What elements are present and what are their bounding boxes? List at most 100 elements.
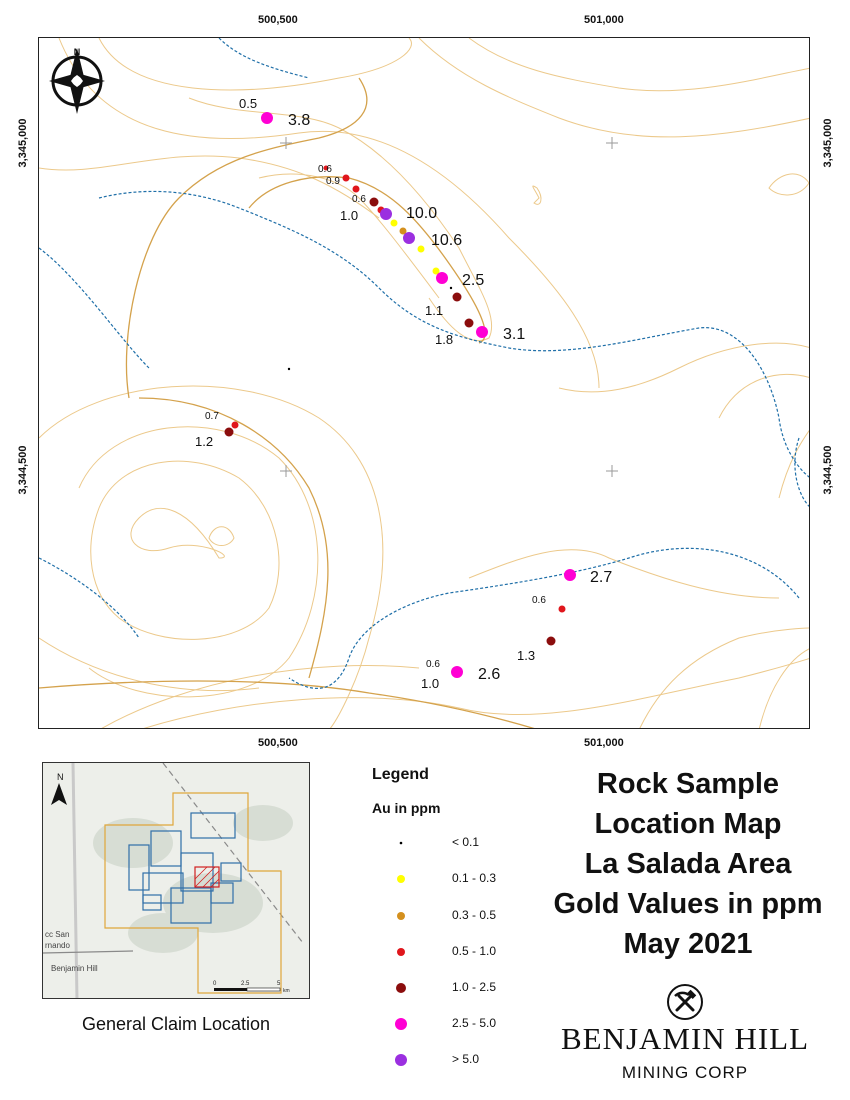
contour-lines	[39, 38, 809, 728]
sample-value-label: 10.6	[431, 232, 462, 249]
sample-value-label: 2.5	[462, 272, 484, 289]
axis-top-label-2: 501,000	[584, 14, 624, 26]
sample-point[interactable]	[261, 112, 273, 124]
inset-north-letter: N	[57, 772, 64, 782]
inset-place-label-3: Benjamin Hill	[51, 964, 98, 973]
title-line-5: May 2021	[623, 928, 753, 960]
sample-point[interactable]	[449, 286, 453, 290]
sample-point[interactable]	[231, 421, 239, 429]
sample-point[interactable]	[452, 292, 462, 302]
legend-label: < 0.1	[452, 835, 480, 849]
legend-label: 1.0 - 2.5	[452, 980, 497, 994]
legend-dot-icon	[397, 912, 405, 920]
legend-item-1-0-2-5: 1.0 - 2.5	[395, 978, 555, 998]
sample-point[interactable]	[564, 569, 576, 581]
sample-value-label: 3.8	[288, 112, 310, 129]
legend-label: 0.5 - 1.0	[452, 944, 497, 958]
company-subtitle: MINING CORP	[621, 1063, 749, 1082]
legend-label: 0.3 - 0.5	[452, 908, 497, 922]
legend-subtitle: Au in ppm	[372, 800, 441, 816]
inset-north-arrow-icon	[51, 783, 67, 805]
sample-point[interactable]	[399, 227, 407, 235]
legend-dot-icon	[395, 1054, 407, 1066]
sample-point[interactable]	[380, 208, 392, 220]
sample-point[interactable]	[352, 185, 360, 193]
scale-label-0: 0	[213, 981, 217, 987]
sample-label: 0.6	[426, 659, 440, 670]
title-line-1: Rock Sample	[596, 768, 780, 800]
sample-point[interactable]	[323, 165, 329, 171]
sample-label: 0.6	[532, 595, 546, 606]
sample-point[interactable]	[476, 326, 488, 338]
index-contours	[39, 77, 535, 728]
north-arrow-icon: N	[49, 47, 105, 114]
hammer-pick-logo-icon	[667, 984, 703, 1020]
legend-label: > 5.0	[452, 1052, 480, 1066]
title-line-4: Gold Values in ppm	[553, 888, 823, 920]
sample-point[interactable]	[417, 245, 425, 253]
scale-label-1: 2.5	[241, 981, 250, 987]
legend-label: 0.1 - 0.3	[452, 871, 497, 885]
sample-label: 0.5	[239, 96, 257, 111]
legend-item-0-3-0-5: 0.3 - 0.5	[395, 906, 555, 926]
sample-label: 0.6	[318, 164, 332, 175]
sample-point[interactable]	[436, 272, 448, 284]
drainage-lines	[39, 38, 809, 689]
sample-point[interactable]	[432, 267, 440, 275]
sample-point[interactable]	[464, 318, 474, 328]
sample-label: 1.1	[425, 303, 443, 318]
inset-area-hatch	[194, 866, 220, 888]
legend-item-2-5-5-0: 2.5 - 5.0	[395, 1014, 555, 1034]
sample-point[interactable]	[546, 636, 556, 646]
inset-place-label-2: rnando	[45, 941, 70, 950]
sample-point[interactable]	[390, 219, 398, 227]
axis-left-label-2: 3,344,500	[17, 445, 29, 495]
axis-top-label-1: 500,500	[258, 14, 298, 26]
inset-claims-inner	[128, 812, 242, 924]
sample-value-label: 2.7	[590, 569, 612, 586]
inset-roads	[43, 763, 304, 998]
sample-point[interactable]	[369, 197, 379, 207]
legend-dot-icon	[399, 841, 403, 845]
sample-point[interactable]	[287, 367, 291, 371]
title-line-3: La Salada Area	[584, 848, 792, 880]
sample-label: 1.0	[421, 676, 439, 691]
company-name: BENJAMIN HILL	[560, 1021, 810, 1056]
sample-point[interactable]	[451, 666, 463, 678]
sample-point[interactable]	[224, 427, 234, 437]
grid-crosses	[280, 137, 618, 477]
sample-point[interactable]	[342, 174, 350, 182]
sample-point[interactable]	[558, 605, 566, 613]
sample-label: 1.3	[517, 648, 535, 663]
sample-label: 1.2	[195, 434, 213, 449]
legend-label: 2.5 - 5.0	[452, 1016, 497, 1030]
sample-value-label: 3.1	[503, 326, 525, 343]
svg-text:N: N	[74, 47, 81, 57]
axis-right-label-2: 3,344,500	[822, 445, 834, 495]
legend-dot-icon	[397, 875, 405, 883]
legend-title: Legend	[372, 766, 429, 783]
inset-caption: General Claim Location	[81, 1014, 271, 1034]
sample-value-label: 10.0	[406, 205, 437, 222]
legend-item-gt-5-0: > 5.0	[395, 1050, 555, 1070]
inset-scale-bar: 0 2.5 5 km	[213, 981, 290, 994]
sample-label: 1.8	[435, 332, 453, 347]
axis-bottom-label-2: 501,000	[584, 737, 624, 749]
inset-map[interactable]: N cc San rnando Benjamin Hill 0 2.5 5 km	[42, 762, 310, 999]
sample-label: 0.7	[205, 411, 219, 422]
sample-label: 1.0	[340, 208, 358, 223]
map-title: Rock Sample Location Map La Salada Area …	[520, 764, 850, 964]
inset-svg: N cc San rnando Benjamin Hill 0 2.5 5 km	[43, 763, 309, 998]
sample-point[interactable]	[403, 232, 415, 244]
sample-label: 0.9	[326, 176, 340, 187]
sample-label: 0.6	[352, 194, 366, 205]
scale-unit: km	[283, 988, 290, 994]
legend-item-0-5-1-0: 0.5 - 1.0	[395, 942, 555, 962]
legend-dot-icon	[396, 983, 406, 993]
axis-bottom-label-1: 500,500	[258, 737, 298, 749]
inset-claims-outer	[104, 792, 282, 994]
legend-dot-icon	[395, 1018, 407, 1030]
